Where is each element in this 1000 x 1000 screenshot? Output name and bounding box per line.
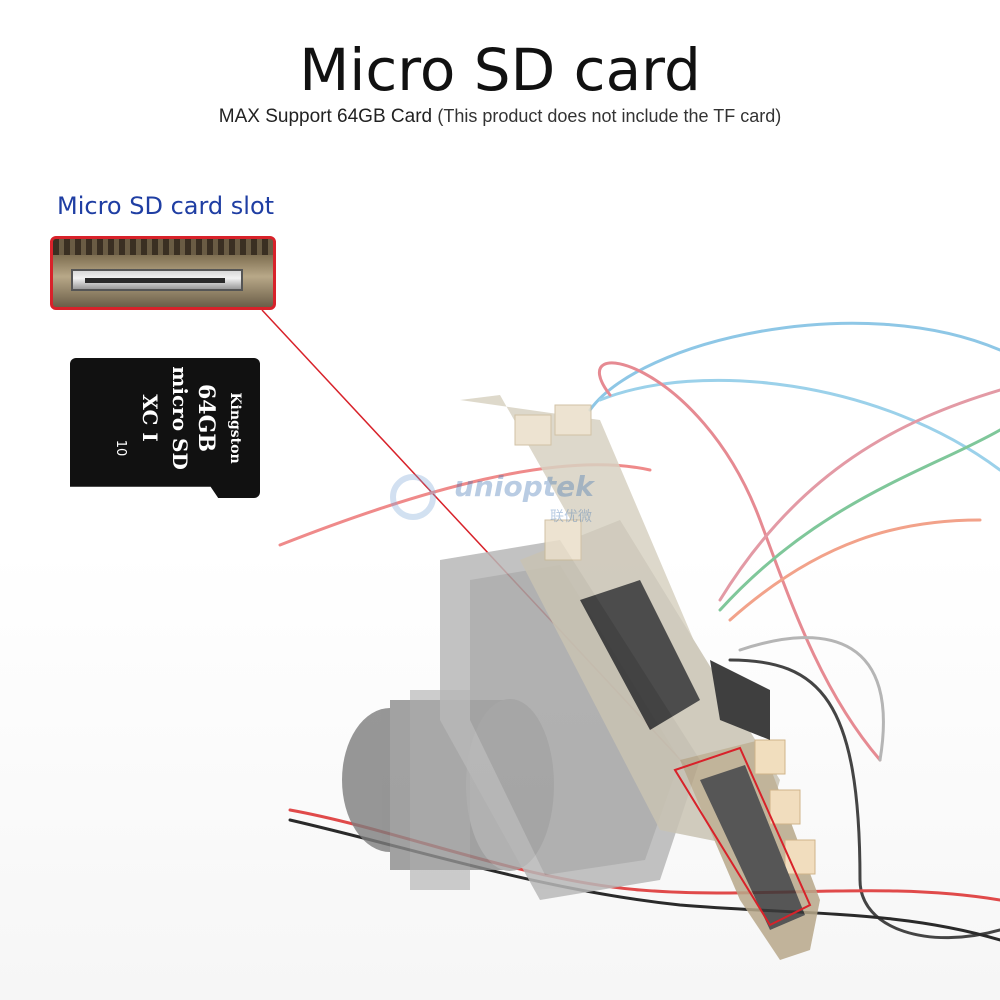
- card-capacity: 64GB: [193, 384, 219, 452]
- sd-card-label-art: Kingston 64GB micro SD XC I 10: [113, 366, 243, 470]
- watermark-icon: [390, 474, 436, 520]
- card-slot-opening: [71, 269, 243, 291]
- slot-closeup-photo: [50, 236, 276, 310]
- subtitle-main: MAX Support 64GB Card: [218, 106, 433, 127]
- slot-label: Micro SD card slot: [57, 192, 275, 220]
- page-subtitle: MAX Support 64GB Card (This product does…: [0, 106, 1000, 128]
- slot-highlight-box: [673, 746, 812, 927]
- watermark-text: unioptek: [454, 470, 594, 503]
- micro-sd-card-image: Kingston 64GB micro SD XC I 10: [70, 358, 260, 498]
- card-type: micro SD: [168, 366, 192, 470]
- lens-mount: [440, 540, 700, 900]
- card-class: XC I: [138, 394, 162, 441]
- watermark-subtext: 联优微: [550, 508, 592, 524]
- card-speed: 10: [113, 440, 128, 457]
- pcb-boards: [460, 395, 820, 960]
- subtitle-note: (This product does not include the TF ca…: [437, 106, 782, 126]
- watermark-logo: unioptek 联优微: [390, 470, 630, 530]
- page-title: Micro SD card: [299, 36, 701, 104]
- card-brand: Kingston: [227, 392, 243, 463]
- pcb-edge: [53, 239, 273, 255]
